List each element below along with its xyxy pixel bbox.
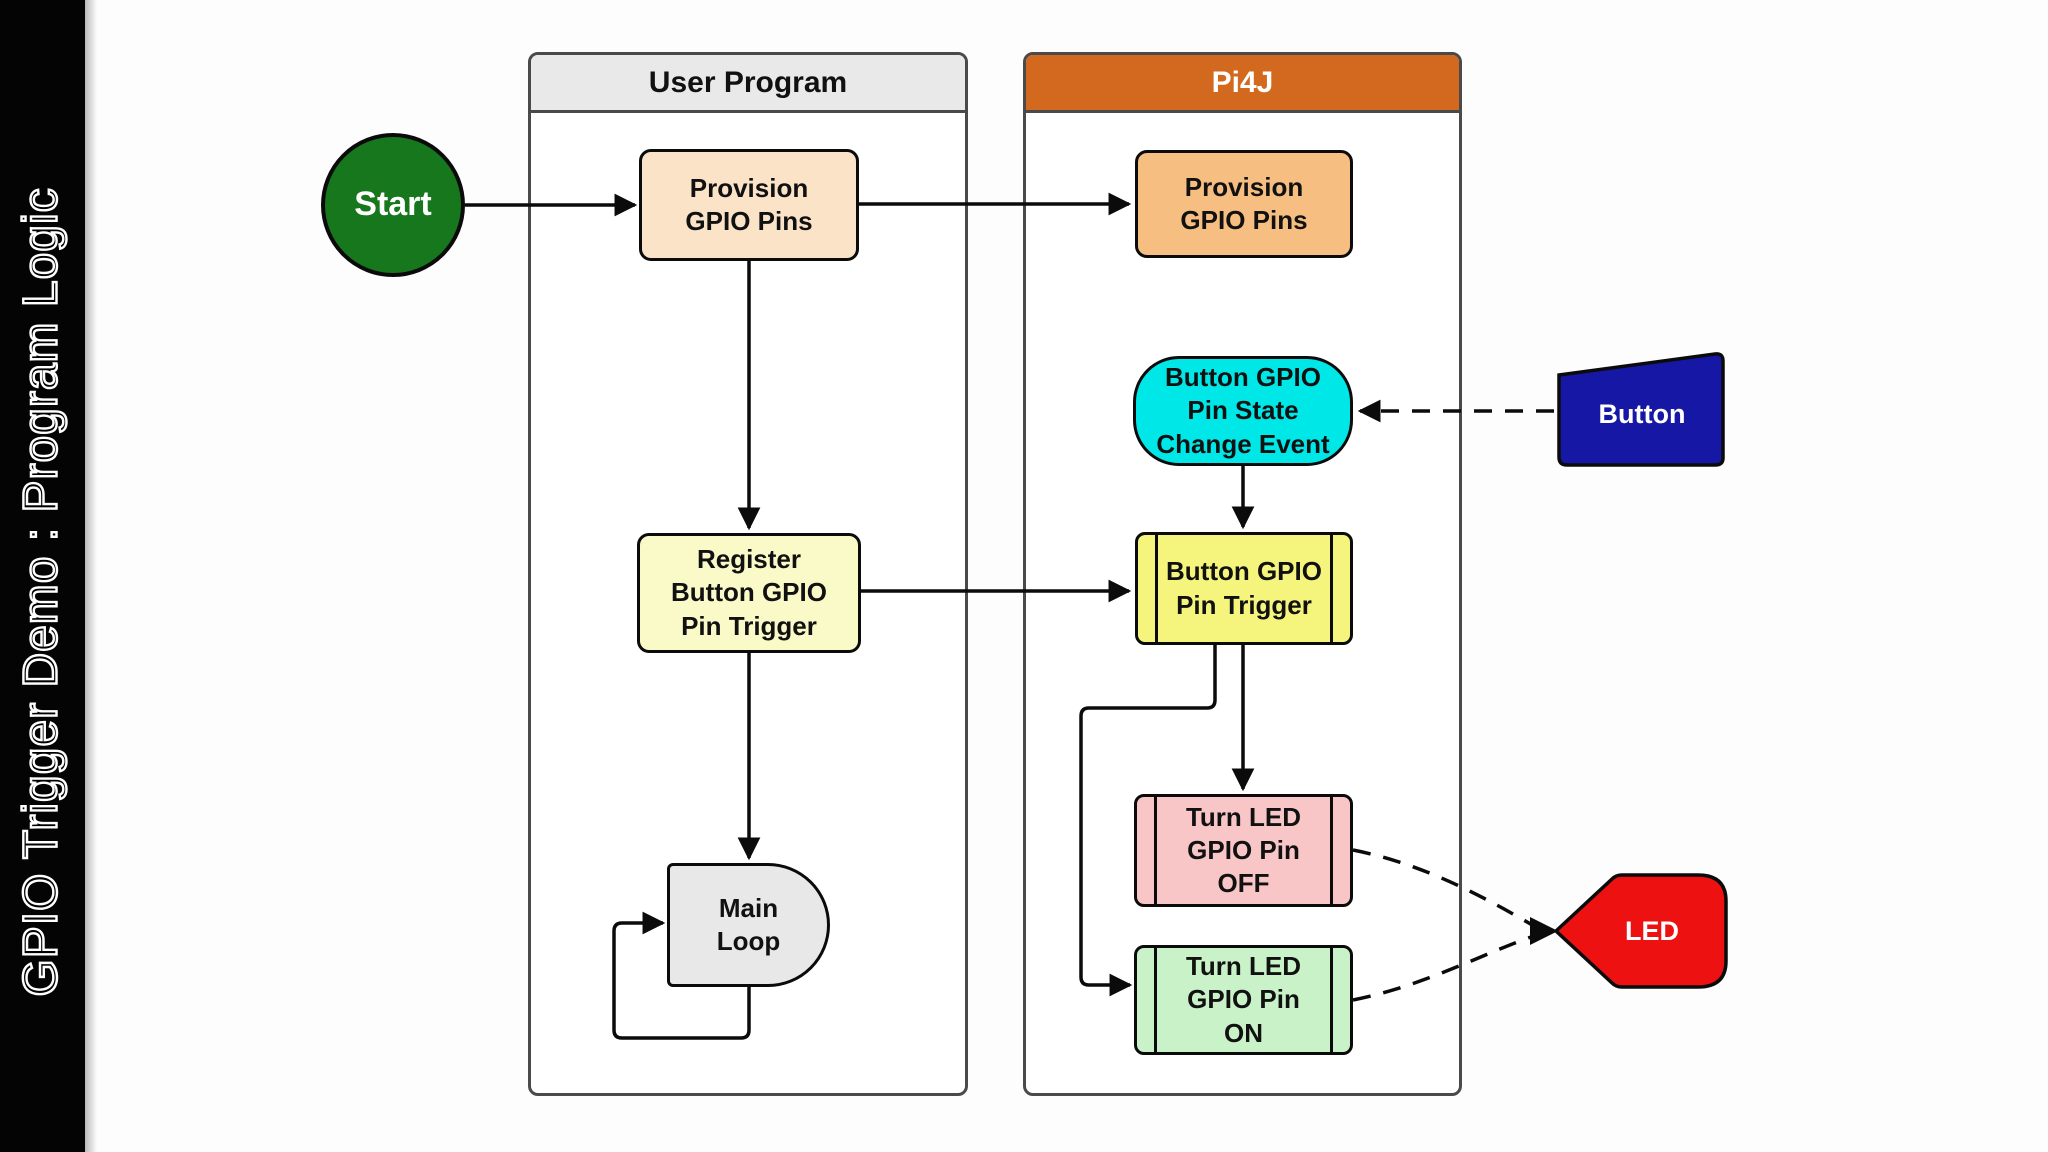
- title-sidebar: GPIO Trigger Demo : Program Logic: [0, 0, 97, 1152]
- node-button-gpio-pin-trigger: Button GPIO Pin Trigger: [1135, 532, 1353, 645]
- node-register-button-gpio-pin-trigger: Register Button GPIO Pin Trigger: [637, 533, 861, 653]
- node-led-device: LED: [1552, 870, 1732, 992]
- node-start-label: Start: [354, 185, 432, 224]
- node-provision-user-label: Provision GPIO Pins: [685, 172, 813, 236]
- node-register-label: Register Button GPIO Pin Trigger: [671, 544, 827, 641]
- node-led-off-label: Turn LED GPIO Pin OFF: [1185, 801, 1302, 899]
- node-turn-led-gpio-pin-off: Turn LED GPIO Pin OFF: [1134, 794, 1353, 907]
- node-button-trigger-label: Button GPIO Pin Trigger: [1166, 556, 1322, 620]
- node-button-event-label: Button GPIO Pin State Change Event: [1156, 362, 1330, 459]
- node-button-gpio-pin-state-change-event: Button GPIO Pin State Change Event: [1133, 356, 1353, 466]
- node-provision-gpio-pins-pi4j: Provision GPIO Pins: [1135, 150, 1353, 258]
- node-main-loop: Main Loop: [667, 863, 830, 987]
- node-led-label: LED: [1625, 915, 1679, 946]
- lane-pi4j-header: Pi4J: [1026, 55, 1459, 113]
- button-shape-icon: [1557, 352, 1725, 467]
- page-title: GPIO Trigger Demo : Program Logic: [15, 187, 68, 996]
- node-provision-gpio-pins-user: Provision GPIO Pins: [639, 149, 859, 261]
- node-button-label: Button: [1598, 398, 1686, 429]
- node-turn-led-gpio-pin-on: Turn LED GPIO Pin ON: [1134, 945, 1353, 1055]
- led-shape-icon: [1553, 873, 1728, 989]
- sidebar-title-svg: GPIO Trigger Demo : Program Logic: [13, 186, 68, 998]
- node-button-device: Button: [1554, 348, 1730, 470]
- sidebar-shadow: [85, 0, 97, 1152]
- node-main-loop-label: Main Loop: [716, 892, 781, 956]
- node-start: Start: [321, 133, 465, 277]
- node-provision-pi4j-label: Provision GPIO Pins: [1180, 171, 1308, 235]
- lane-user-program-header: User Program: [531, 55, 965, 113]
- node-led-on-label: Turn LED GPIO Pin ON: [1185, 951, 1302, 1048]
